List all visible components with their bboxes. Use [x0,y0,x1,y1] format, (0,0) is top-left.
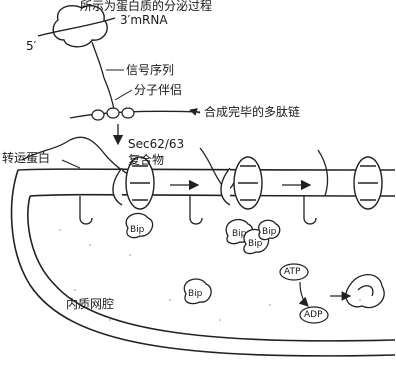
label-mrna: 3′mRNA [120,14,168,26]
label-signal-sequence: 信号序列 [126,64,174,76]
label-bip-4: Bip [262,228,276,237]
folded-protein [346,275,384,308]
er-membrane [12,169,395,356]
label-translocator: 转运蛋白 [2,152,50,164]
nascent-polypeptide [92,42,116,118]
label-bip-2: Bip [232,230,246,239]
translocon-pore-2 [221,157,262,209]
label-completed-polypeptide: 合成完毕的多肽链 [204,106,300,118]
label-adp: ADP [304,311,323,320]
label-bip-3: Bip [248,240,262,249]
translocator-leader [62,160,80,168]
label-er-lumen: 内质网腔 [66,298,114,310]
chaperone-beads [92,108,134,120]
label-five-prime: 5′ [26,40,36,52]
top-title-partial: 所示为蛋白质的分泌过程 [80,0,212,12]
translocon-pore-3 [354,157,382,209]
completed-polypeptide-chain [70,111,200,118]
label-chaperone: 分子伴侣 [134,84,182,96]
label-atp: ATP [284,268,300,277]
membrane-anchors [80,196,316,224]
label-bip-1: Bip [130,226,144,235]
label-sec-complex-1: Sec62/63 [128,138,184,150]
label-bip-5: Bip [188,290,202,299]
label-sec-complex-2: 复合物 [128,154,164,166]
